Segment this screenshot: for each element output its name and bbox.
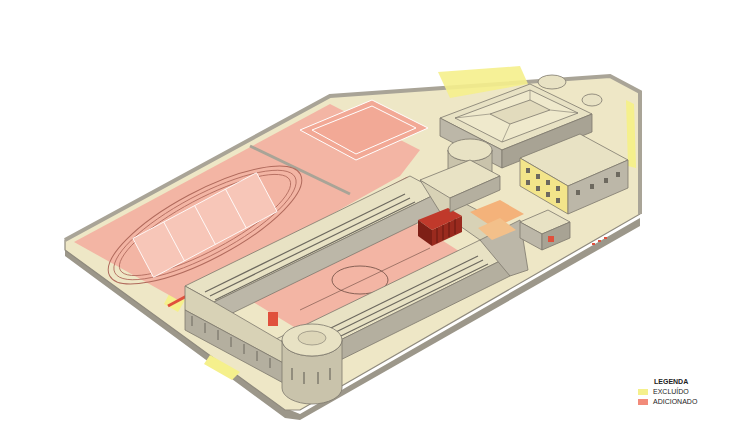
legend-row: ADICIONADO (638, 398, 697, 405)
legend-text: EXCLUÍDO (653, 388, 689, 395)
legend-swatch (638, 389, 648, 395)
legend-title: LEGENDA (654, 378, 697, 385)
legend-row: EXCLUÍDO (638, 388, 697, 395)
legend-box: LEGENDA EXCLUÍDO ADICIONADO (638, 378, 697, 408)
legend-text: ADICIONADO (653, 398, 697, 405)
legend-swatch (638, 399, 648, 405)
